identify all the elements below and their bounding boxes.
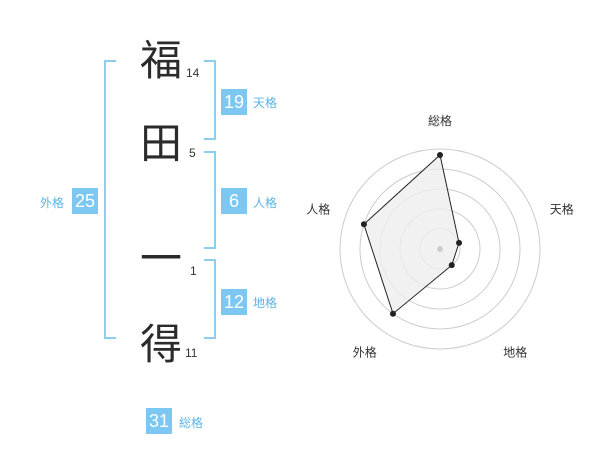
radar-area [363, 154, 460, 315]
tenkaku-label: 天格 [253, 96, 278, 110]
radar-axis-label-3: 外格 [353, 345, 377, 360]
gaikaku-bracket [104, 60, 116, 339]
chikaku-value: 12 [221, 289, 247, 315]
stroke-count-3: 1 [190, 264, 197, 278]
radar-axis-label-2: 地格 [503, 345, 527, 360]
radar-axis-label-4: 人格 [306, 201, 330, 216]
radar-center-dot [437, 246, 443, 252]
jinkaku-value: 6 [221, 188, 247, 214]
stroke-count-2: 5 [189, 146, 196, 160]
chikaku-bracket [204, 259, 216, 339]
stroke-count-4: 11 [185, 346, 198, 360]
name-char-4: 得 [139, 320, 182, 369]
jinkaku-bracket [204, 151, 216, 249]
soukaku-value: 31 [146, 408, 172, 434]
soukaku-label: 総格 [179, 416, 204, 430]
radar-point-1 [456, 239, 463, 246]
radar-point-4 [360, 221, 367, 228]
gaikaku-label: 外格 [40, 196, 65, 210]
radar-point-2 [448, 262, 455, 269]
stroke-count-1: 14 [186, 66, 200, 80]
gaikaku-value: 25 [72, 188, 98, 214]
radar-axis-label-1: 天格 [550, 201, 574, 216]
name-char-1: 福 [139, 36, 182, 85]
radar-point-0 [437, 152, 443, 158]
radar-ring-5 [339, 148, 541, 350]
jinkaku-label: 人格 [253, 196, 278, 210]
chikaku-label: 地格 [253, 296, 278, 310]
radar-point-3 [389, 310, 396, 317]
radar-axis-label-0: 総格 [428, 113, 452, 128]
tenkaku-bracket [204, 60, 216, 140]
tenkaku-value: 19 [221, 89, 247, 115]
name-char-3: 一 [139, 234, 182, 283]
name-char-2: 田 [139, 119, 182, 168]
